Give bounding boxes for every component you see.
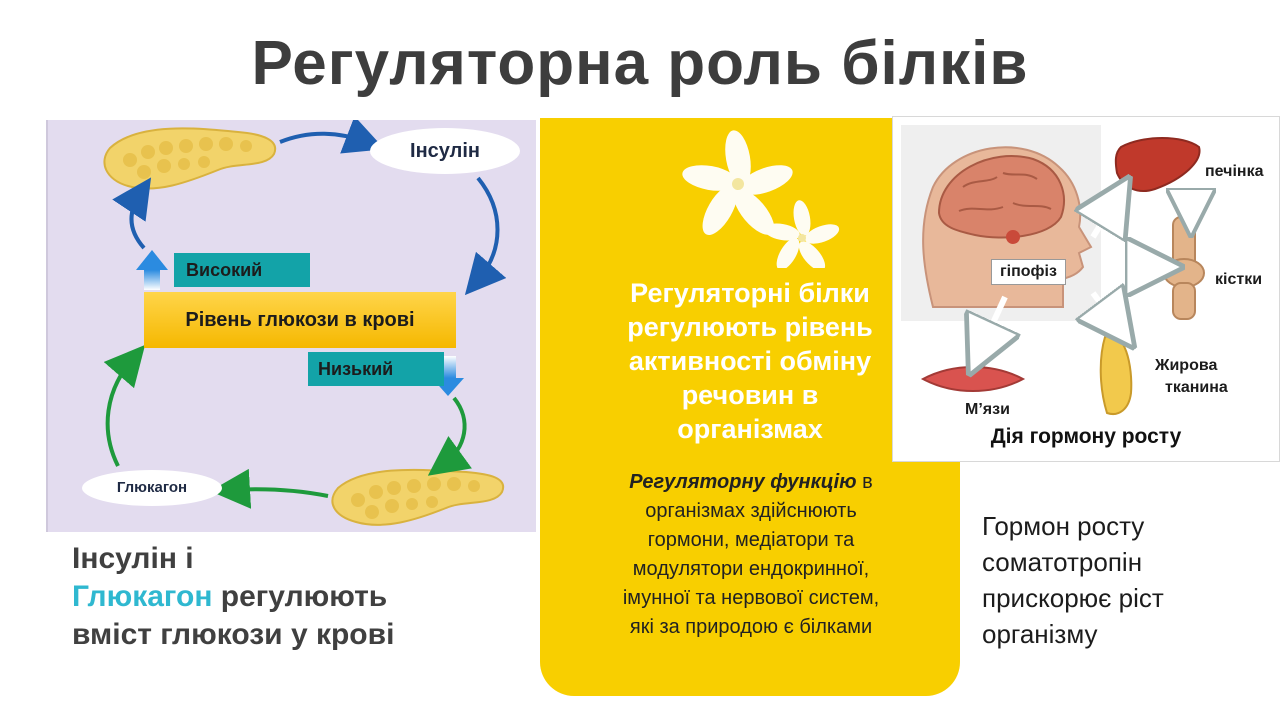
card-heading-line: регулюють рівень <box>627 312 873 342</box>
pancreas-top-icon <box>103 127 277 190</box>
cycle-illustration <box>103 120 507 526</box>
card-body-line: гормони, медіатори та <box>647 529 855 551</box>
fat-tissue-icon <box>1099 334 1133 415</box>
bones-icon <box>1163 216 1205 320</box>
slide-title: Регуляторна роль білків <box>251 29 1029 98</box>
caption-left-line2: регулюють <box>212 580 388 613</box>
card-heading-line: організмах <box>677 414 823 444</box>
growth-hormone-illustration <box>901 125 1279 415</box>
insulin-label: Інсулін <box>370 128 520 174</box>
growth-hormone-diagram: гіпофіз печінка кістки Жирова тканина М’… <box>892 116 1280 462</box>
card-body-italic: Регуляторну функцію <box>629 471 857 493</box>
insulin-glucagon-caption: Інсулін і Глюкагон регулюють вміст глюко… <box>72 540 532 654</box>
flower-icon <box>682 130 840 268</box>
pancreas-bottom-icon <box>331 468 505 526</box>
card-body-line: модулятори ендокринної, <box>632 558 870 580</box>
regulatory-proteins-card: Регуляторні білки регулюють рівень актив… <box>540 118 960 696</box>
arrow-up-to-pancreas <box>112 177 152 250</box>
liver-label: печінка <box>1205 163 1264 180</box>
fat-tissue-label: Жирова тканина <box>1155 355 1228 399</box>
pituitary-label: гіпофіз <box>991 259 1066 285</box>
card-body-line: організмах здійснюють <box>645 500 857 522</box>
card-heading-line: речовин в <box>681 380 819 410</box>
card-body-line: в <box>856 471 873 493</box>
glucose-cycle-diagram: Інсулін Високий Рівень глюкози в крові Н… <box>46 120 536 532</box>
fat-tissue-label-line1: Жирова <box>1155 357 1218 374</box>
card-heading-line: активності обміну <box>628 346 872 376</box>
caption-left-line1: Інсулін і <box>72 542 194 575</box>
growth-hormone-caption: Дія гормону росту <box>990 425 1182 448</box>
glucose-level-label: Рівень глюкози в крові <box>144 292 456 348</box>
card-body-line: які за природою є білками <box>629 616 873 638</box>
card-body: Регуляторну функцію в організмах здійсню… <box>568 468 934 642</box>
pituitary-icon <box>1006 230 1020 244</box>
arrow-to-fat <box>1093 293 1117 325</box>
high-level-label: Високий <box>174 253 310 287</box>
card-heading-line: Регуляторні білки <box>630 278 870 308</box>
arrow-low-to-pancreas <box>427 396 472 476</box>
arrow-pancreas-to-glucagon <box>210 468 329 509</box>
arrow-pancreas-to-insulin <box>279 120 385 154</box>
arrow-to-liver <box>1093 201 1115 237</box>
arrow-glucagon-up <box>103 344 146 467</box>
arrow-up-icon <box>136 250 168 290</box>
low-level-label: Низький <box>308 352 444 386</box>
liver-icon <box>1114 137 1201 192</box>
muscles-label: М’язи <box>965 401 1010 418</box>
arrow-insulin-down <box>464 176 507 296</box>
caption-right-line: прискорює ріст <box>982 583 1164 613</box>
caption-right-line: організму <box>982 619 1098 649</box>
card-heading: Регуляторні білки регулюють рівень актив… <box>560 276 940 446</box>
glucagon-label: Глюкагон <box>82 470 222 506</box>
caption-left-highlight: Глюкагон <box>72 580 213 613</box>
caption-right-line: Гормон росту <box>982 511 1145 541</box>
caption-left-line3: вміст глюкози у крові <box>72 618 395 651</box>
fat-tissue-label-line2: тканина <box>1165 379 1228 396</box>
card-body-line: імунної та нервової систем, <box>622 587 880 609</box>
arrow-to-muscle <box>981 295 1005 349</box>
caption-right-line: соматотропін <box>982 547 1143 577</box>
bones-label: кістки <box>1215 271 1263 288</box>
somatotropin-caption: Гормон росту соматотропін прискорює ріст… <box>982 508 1272 652</box>
muscle-icon <box>920 366 1026 392</box>
